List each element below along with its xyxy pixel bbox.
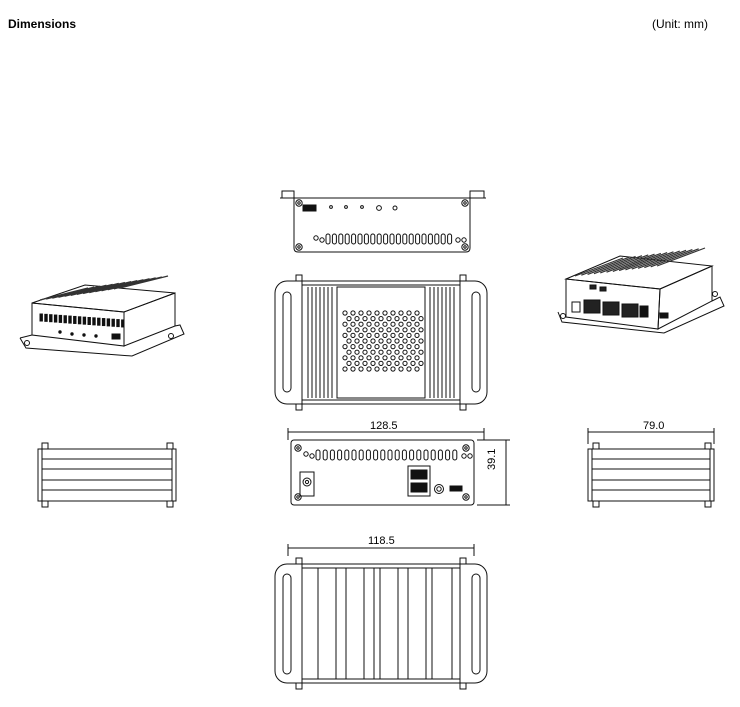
bottom-view xyxy=(274,544,488,690)
dim-width: 79.0 xyxy=(643,420,665,432)
page-title: Dimensions xyxy=(8,17,77,31)
dim-length-front: 128.5 xyxy=(370,420,398,432)
side-view-right xyxy=(587,428,715,508)
isometric-view-left xyxy=(19,275,185,357)
rear-panel-view xyxy=(280,190,486,253)
dim-length-bottom: 118.5 xyxy=(368,535,395,547)
side-view-left xyxy=(37,442,177,508)
front-view xyxy=(287,428,510,506)
top-view xyxy=(274,274,488,411)
dim-height: 39.1 xyxy=(486,448,498,470)
unit-label: (Unit: mm) xyxy=(652,17,708,31)
isometric-view-right xyxy=(557,247,725,334)
